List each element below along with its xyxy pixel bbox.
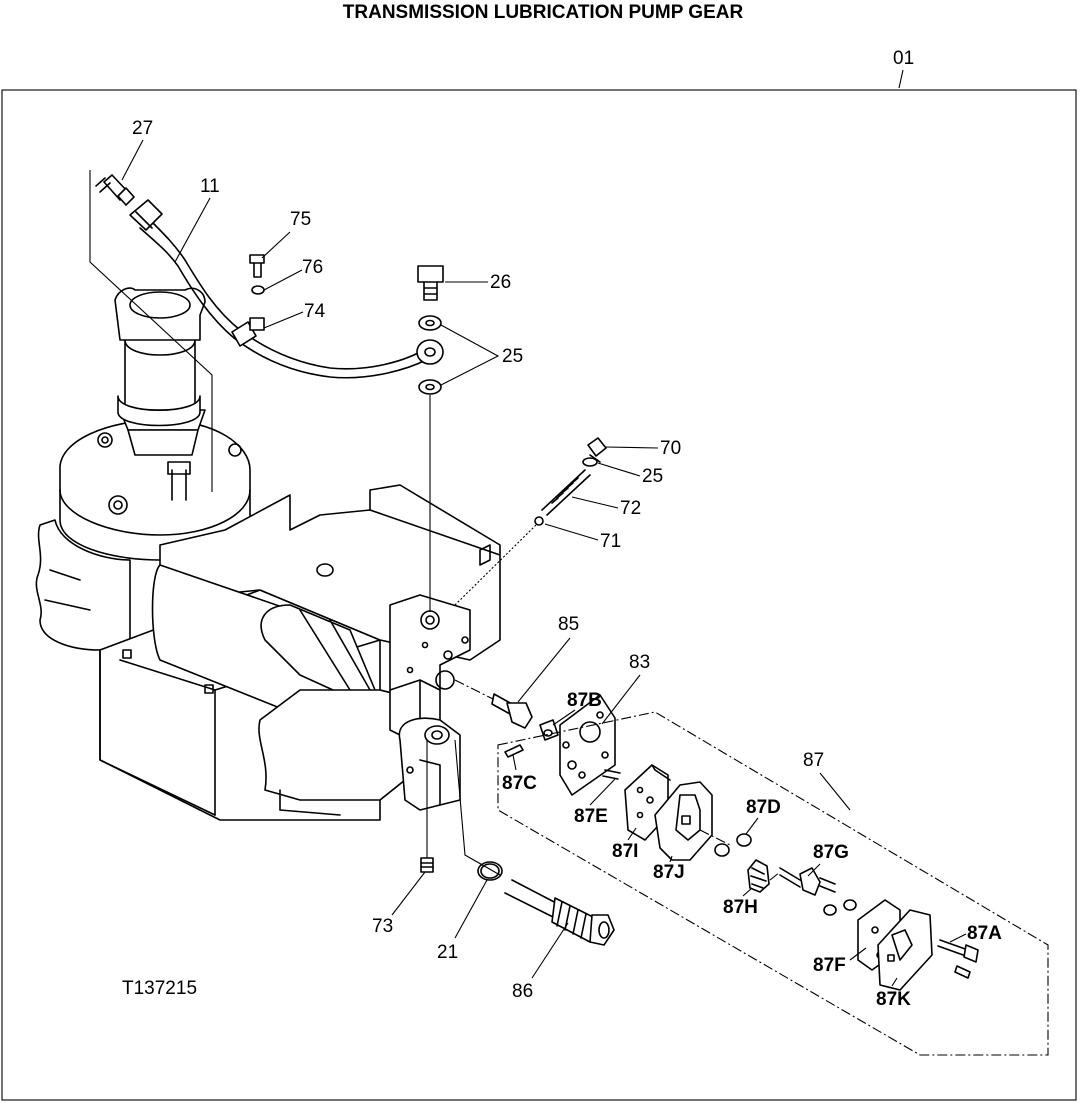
lube-line-assembly <box>89 170 444 873</box>
callout-76: 76 <box>302 257 323 278</box>
callout-87G: 87G <box>813 842 849 863</box>
callout-21: 21 <box>437 942 458 963</box>
callout-70: 70 <box>660 438 681 459</box>
callout-labels: 27 11 75 76 74 26 25 70 25 72 71 85 83 8… <box>121 118 1002 1010</box>
callout-87H: 87H <box>723 897 758 918</box>
diagram-title: TRANSMISSION LUBRICATION PUMP GEAR <box>343 2 744 23</box>
callout-01: 01 <box>893 48 914 69</box>
frame-border <box>1 89 1077 1101</box>
pump-exploded-parts <box>454 679 1049 1056</box>
transmission-housing <box>35 287 501 821</box>
callout-73: 73 <box>372 916 393 937</box>
callout-87E: 87E <box>574 806 608 827</box>
callout-87F: 87F <box>813 955 846 976</box>
callout-87C: 87C <box>502 773 537 794</box>
shaft-and-oring <box>454 739 615 946</box>
callout-25-upper: 25 <box>502 346 523 367</box>
callout-87I: 87I <box>612 841 638 862</box>
callout-87K: 87K <box>876 989 911 1010</box>
callout-72: 72 <box>620 498 641 519</box>
callout-25-lower: 25 <box>642 466 663 487</box>
callout-75: 75 <box>290 209 311 230</box>
callout-87B: 87B <box>567 690 602 711</box>
callout-11: 11 <box>200 176 220 197</box>
callout-87A: 87A <box>967 923 1002 944</box>
callout-71: 71 <box>600 531 621 552</box>
callout-74: 74 <box>304 301 326 322</box>
leader-01 <box>898 69 904 89</box>
callout-27: 27 <box>132 118 153 139</box>
callout-86: 86 <box>512 981 533 1002</box>
callout-83: 83 <box>629 652 650 673</box>
callout-87: 87 <box>803 750 824 771</box>
callout-26: 26 <box>490 272 511 293</box>
callout-87J: 87J <box>653 862 685 883</box>
callout-85: 85 <box>558 614 579 635</box>
callout-87D: 87D <box>746 797 781 818</box>
relief-valve-parts <box>454 437 607 606</box>
drawing-code: T137215 <box>122 978 197 999</box>
